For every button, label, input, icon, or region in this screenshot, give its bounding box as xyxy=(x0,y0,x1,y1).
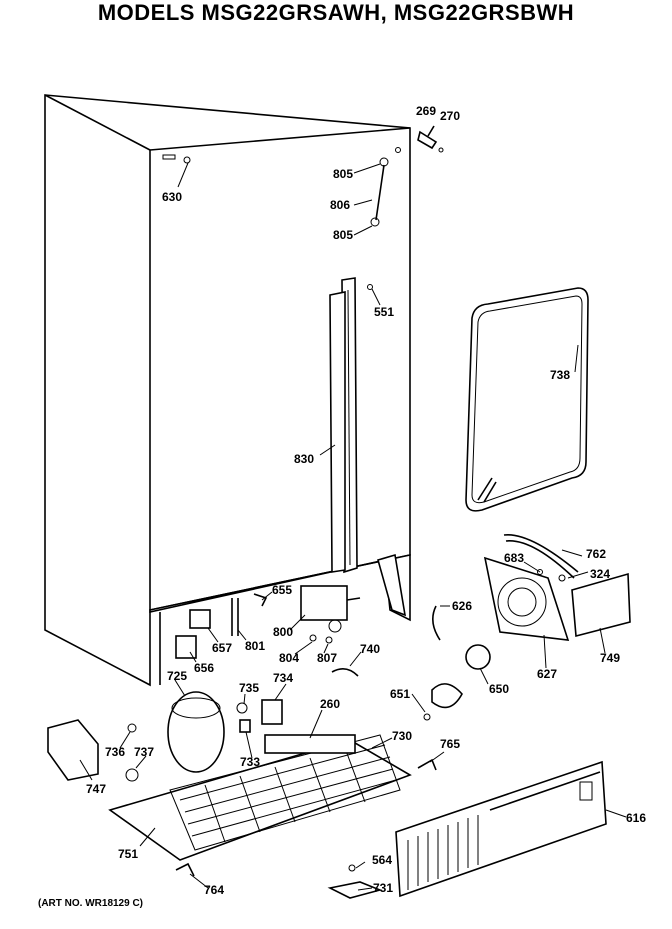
callout-269: 269 xyxy=(416,104,436,118)
grille-slots xyxy=(407,815,479,890)
callout-683: 683 xyxy=(504,551,524,565)
callout-738: 738 xyxy=(550,368,570,382)
callout-801: 801 xyxy=(245,639,265,653)
callout-805-top: 805 xyxy=(333,167,353,181)
callout-labels: 630 805 806 805 269 270 551 738 830 655 … xyxy=(86,104,646,897)
condenser-coils xyxy=(169,734,401,851)
callout-725: 725 xyxy=(167,669,187,683)
compressor xyxy=(167,691,283,773)
leader-lines xyxy=(79,162,627,891)
cabinet xyxy=(44,94,411,687)
callout-657: 657 xyxy=(212,641,232,655)
callout-762: 762 xyxy=(586,547,606,561)
callout-751: 751 xyxy=(118,847,138,861)
callout-749: 749 xyxy=(600,651,620,665)
callout-806: 806 xyxy=(330,198,350,212)
callout-630: 630 xyxy=(162,190,182,204)
callout-733: 733 xyxy=(240,755,260,769)
callout-737: 737 xyxy=(134,745,154,759)
callout-564: 564 xyxy=(372,853,392,867)
callout-807: 807 xyxy=(317,651,337,665)
callout-626: 626 xyxy=(452,599,472,613)
callout-735: 735 xyxy=(239,681,259,695)
fan-housing xyxy=(423,534,631,721)
grille xyxy=(395,760,607,898)
left-bracket xyxy=(47,719,139,782)
callout-616: 616 xyxy=(626,811,646,825)
callout-765: 765 xyxy=(440,737,460,751)
callout-650: 650 xyxy=(489,682,509,696)
callout-734: 734 xyxy=(273,671,293,685)
diagram-title: MODELS MSG22GRSAWH, MSG22GRSBWH xyxy=(97,0,575,25)
top-right-hardware xyxy=(417,125,444,153)
callout-260: 260 xyxy=(320,697,340,711)
callout-270: 270 xyxy=(440,109,460,123)
callout-747: 747 xyxy=(86,782,106,796)
callout-805-bottom: 805 xyxy=(333,228,353,242)
callout-551: 551 xyxy=(374,305,394,319)
callout-730: 730 xyxy=(392,729,412,743)
valve-assembly xyxy=(175,585,361,677)
art-number: (ART NO. WR18129 C) xyxy=(38,898,144,909)
callout-656: 656 xyxy=(194,661,214,675)
bottom-hardware xyxy=(175,569,566,899)
callout-627: 627 xyxy=(537,667,557,681)
callout-800: 800 xyxy=(273,625,293,639)
callout-324: 324 xyxy=(590,567,610,581)
callout-740: 740 xyxy=(360,642,380,656)
condenser-base xyxy=(108,734,412,861)
callout-736: 736 xyxy=(105,745,125,759)
callout-731: 731 xyxy=(373,881,393,895)
callout-804: 804 xyxy=(279,651,299,665)
callout-764: 764 xyxy=(204,883,224,897)
gasket xyxy=(465,287,589,512)
callout-655: 655 xyxy=(272,583,292,597)
callout-651: 651 xyxy=(390,687,410,701)
callout-830: 830 xyxy=(294,452,314,466)
